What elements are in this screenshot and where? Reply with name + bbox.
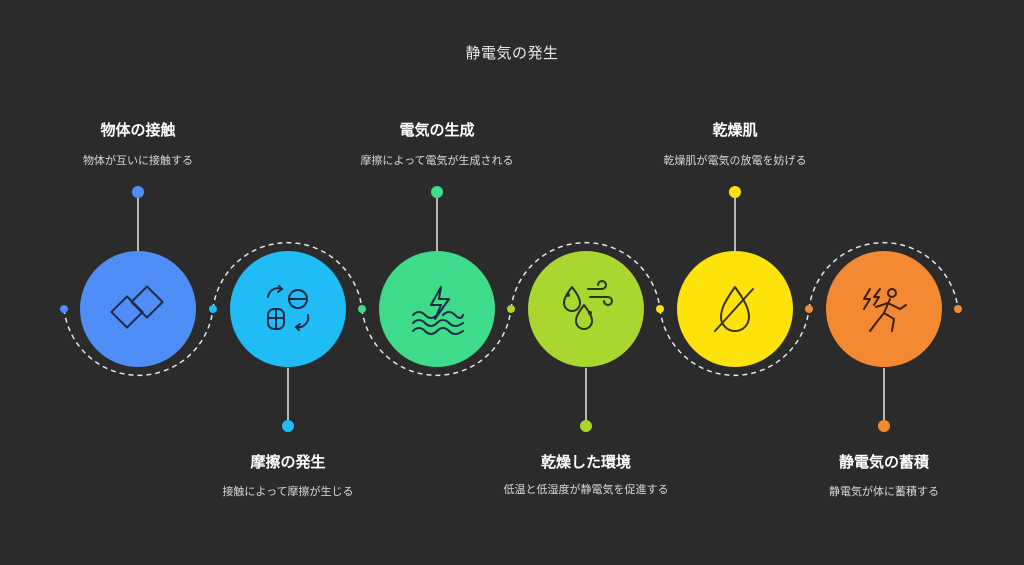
stem-dot-4 [580, 420, 592, 432]
connector-arc-1 [63, 308, 214, 377]
stem-dot-5 [729, 186, 741, 198]
stem-dot-2 [282, 420, 294, 432]
step-4-title: 乾燥した環境 [540, 453, 631, 471]
step-4-description: 低温と低湿度が静電気を促進する [503, 483, 669, 496]
step-1-description: 物体が互いに接触する [83, 154, 193, 167]
junction-dot [507, 305, 515, 313]
stem-dot-1 [132, 186, 144, 198]
connector-arc-3 [361, 308, 512, 377]
stem-dot-6 [878, 420, 890, 432]
no-water-drop-icon [714, 286, 754, 332]
step-5-description: 乾燥肌が電気の放電を妨げる [663, 154, 807, 167]
step-6-description: 静電気が体に蓄積する [829, 485, 939, 498]
diagram-title: 静電気の発生 [465, 44, 559, 62]
step-circle-6 [826, 251, 942, 367]
connector-arc-6 [808, 241, 959, 310]
step-3-description: 摩擦によって電気が生成される [360, 154, 514, 167]
connector-arc-5 [659, 308, 810, 377]
step-circle-3 [379, 251, 495, 367]
step-3-title: 電気の生成 [399, 121, 475, 139]
step-2-title: 摩擦の発生 [250, 453, 326, 471]
junction-dot [954, 305, 962, 313]
touching-squares-icon [110, 285, 164, 329]
person-shock-icon [863, 288, 907, 332]
junction-dot [805, 305, 813, 313]
connector-arc-2 [212, 241, 363, 310]
step-6-title: 静電気の蓄積 [838, 453, 929, 471]
junction-dot [60, 305, 68, 313]
droplets-wind-icon [563, 280, 613, 330]
lightning-waves-icon [412, 286, 464, 335]
junction-dot [358, 305, 366, 313]
junction-dot [656, 305, 664, 313]
connector-arc-4 [510, 241, 661, 310]
step-circle-2 [230, 251, 346, 367]
step-2-description: 接触によって摩擦が生じる [222, 485, 354, 498]
junction-dot [209, 305, 217, 313]
friction-rotation-icon [267, 285, 310, 331]
stem-dot-3 [431, 186, 443, 198]
step-5-title: 乾燥肌 [712, 121, 758, 139]
step-1-title: 物体の接触 [100, 121, 176, 139]
